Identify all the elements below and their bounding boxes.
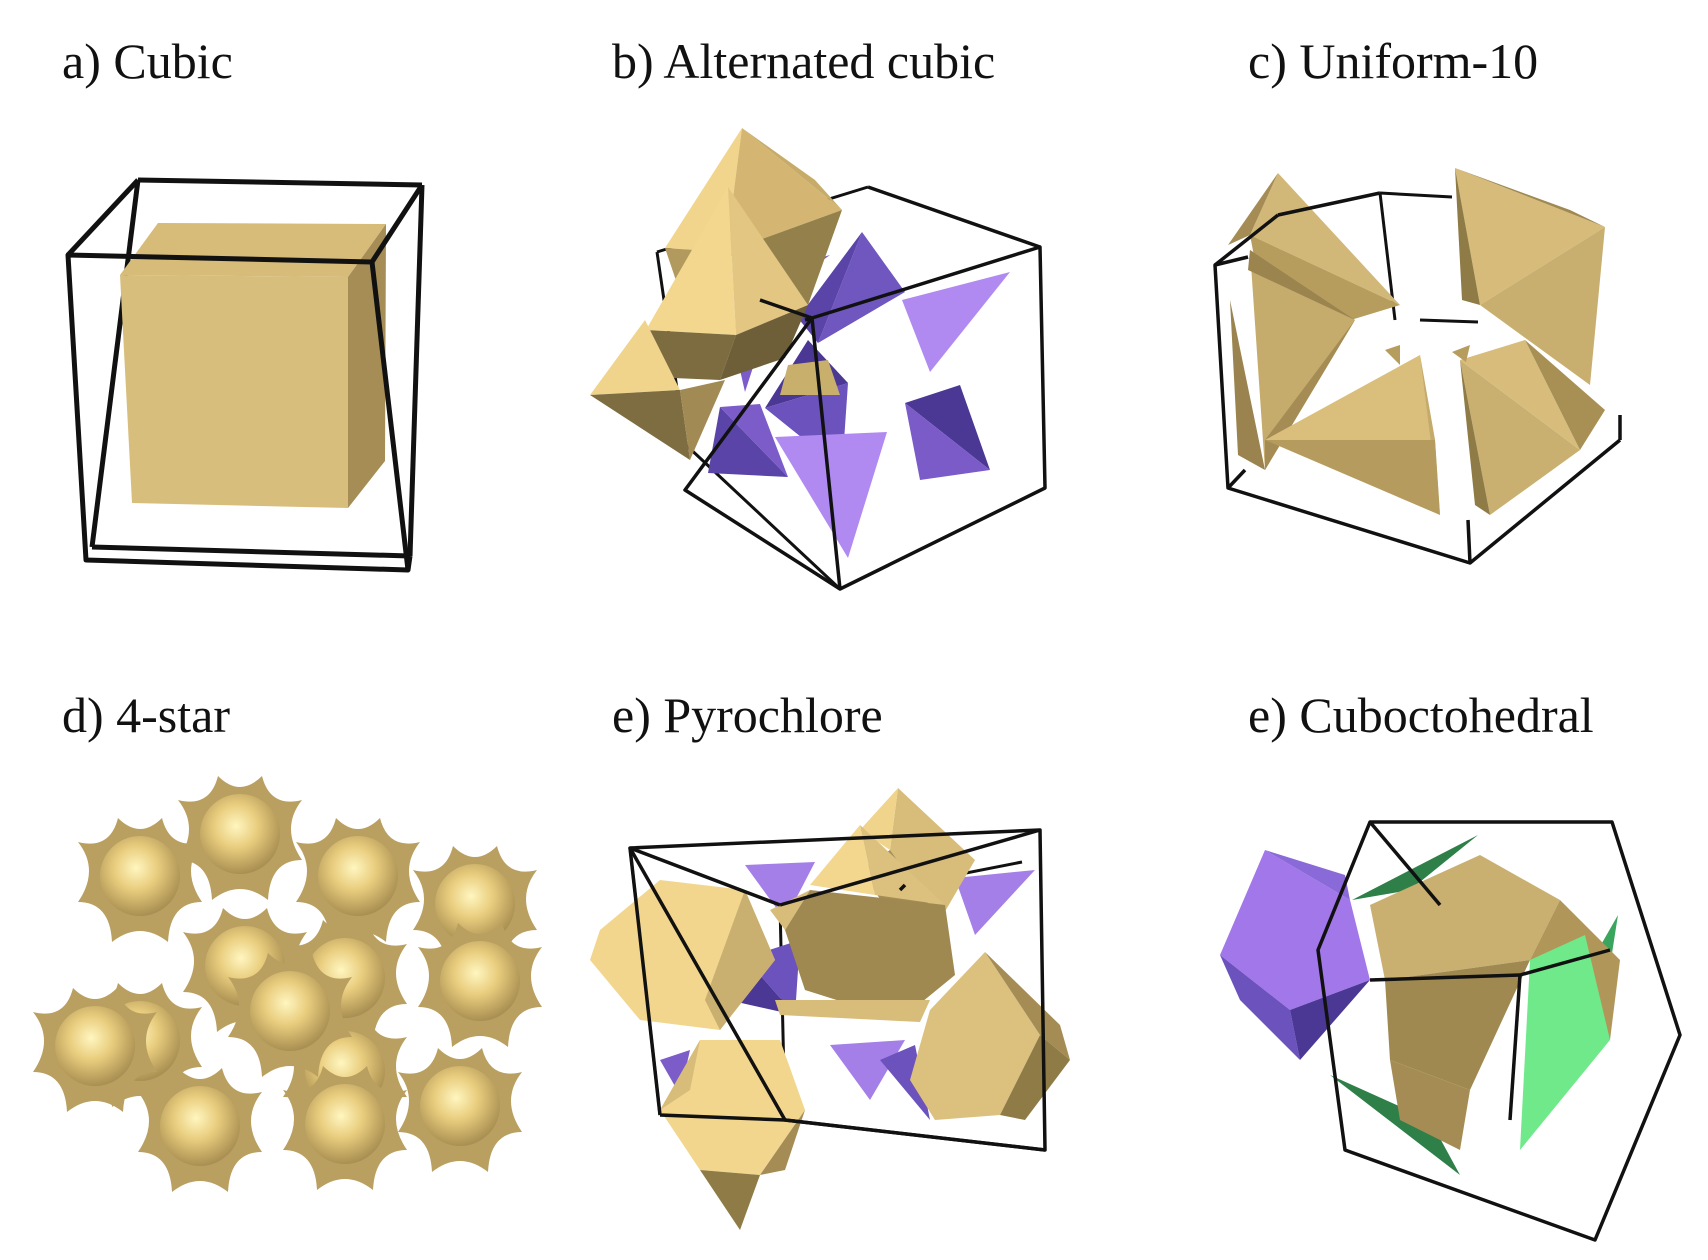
panel-f-label: e) Cuboctohedral (1248, 687, 1594, 743)
panel-a-label: a) Cubic (62, 33, 233, 89)
frame-front (683, 185, 1047, 591)
frame-front (628, 828, 1047, 1152)
frame-front (1316, 820, 1682, 1242)
panel-b-label: b) Alternated cubic (612, 33, 996, 89)
star-particle (33, 988, 157, 1112)
gold-cube (120, 223, 386, 508)
star-particle (78, 818, 202, 942)
green-face (1520, 935, 1610, 1150)
panel-d-label: d) 4-star (62, 687, 230, 743)
star-particle (398, 1048, 522, 1172)
panel-c-uniform-10 (1213, 168, 1622, 565)
panel-d-4-star (33, 776, 542, 1192)
cube-frame-back (89, 177, 423, 559)
star-particle (418, 923, 542, 1047)
star-particle (283, 1066, 407, 1190)
cube-frame-front (65, 178, 425, 573)
gold-octahedra (590, 128, 842, 460)
panel-e-pyrochlore (590, 788, 1070, 1230)
star-particle (228, 953, 352, 1077)
gold-wedges (1228, 168, 1605, 515)
panel-a-cubic (65, 177, 425, 573)
star-particle (178, 776, 302, 900)
star-particle (296, 818, 420, 942)
panel-f-cuboctohedral (1220, 820, 1682, 1242)
frame-front (1213, 191, 1622, 565)
purple-octahedron (1220, 850, 1370, 1060)
panel-b-alternated-cubic (590, 128, 1047, 591)
star-particle (138, 1068, 262, 1192)
panel-c-label: c) Uniform-10 (1248, 33, 1539, 89)
panel-e-label: e) Pyrochlore (612, 687, 883, 743)
gold-octahedra (590, 788, 1070, 1230)
